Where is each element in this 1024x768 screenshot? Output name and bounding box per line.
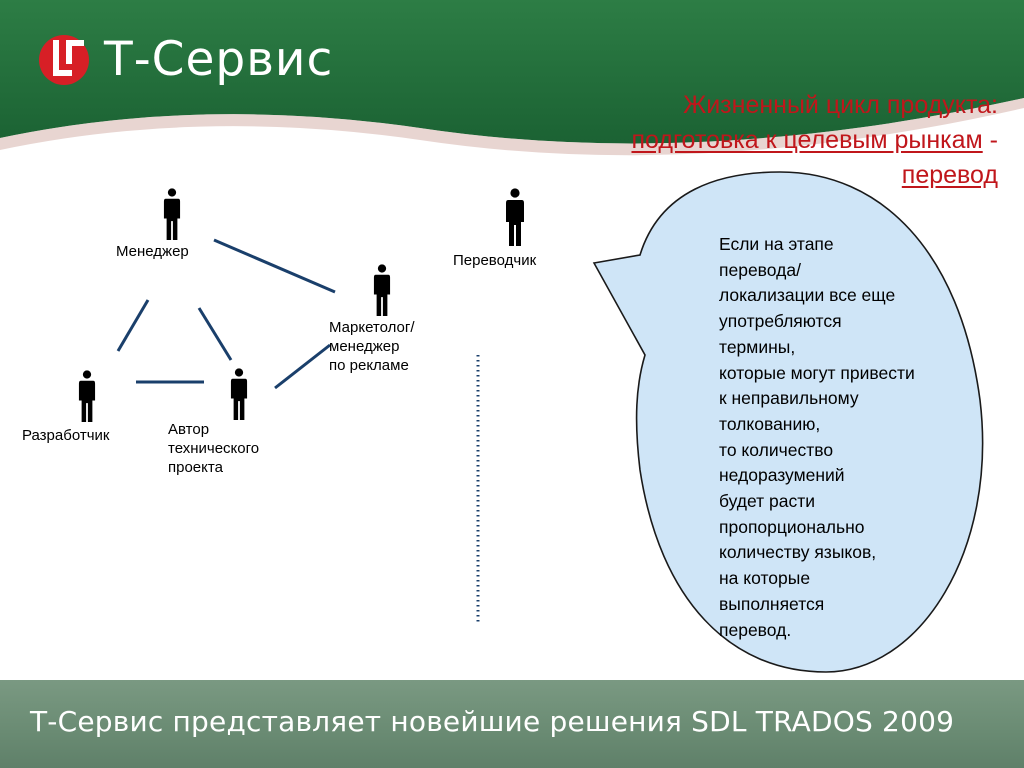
connector-manager-marketer [213, 238, 336, 294]
bubble-line: перевода/ [719, 259, 801, 280]
label-marketer-line-1: Маркетолог/ [329, 319, 415, 336]
label-author: Автор технического проекта [168, 420, 259, 477]
title-line-2-underlined: подготовка к целевым рынкам [631, 126, 983, 154]
logo-mark-icon [39, 35, 89, 85]
bubble-line: на которые [719, 568, 811, 589]
logo: Т-Сервис [38, 30, 368, 90]
label-marketer-line-3: по рекламе [329, 357, 409, 374]
person-icon [373, 264, 391, 316]
label-translator: Переводчик [453, 252, 537, 269]
label-marketer-line-2: менеджер [329, 338, 400, 355]
bubble-line: пропорционально [719, 516, 865, 537]
logo-text: Т-Сервис [104, 32, 334, 87]
connector-lines [116, 238, 336, 390]
title-line-2: подготовка к целевым рынкам - [478, 123, 998, 158]
title-line-3-underlined: перевод [901, 161, 998, 189]
connector-manager-author [197, 307, 233, 361]
person-icon [230, 368, 248, 420]
footer-text: Т-Сервис представляет новейшие решения S… [30, 705, 955, 738]
connector-manager-developer [116, 299, 150, 352]
bubble-line: термины, [719, 336, 796, 357]
label-manager: Менеджер [116, 243, 189, 260]
footer-banner: Т-Сервис представляет новейшие решения S… [0, 680, 1024, 768]
person-icon [163, 188, 181, 240]
label-author-line-3: проекта [168, 459, 223, 476]
label-marketer: Маркетолог/ менеджер по рекламе [329, 318, 415, 375]
bubble-line: толкованию, [719, 413, 821, 434]
bubble-line: Если на этапе [719, 234, 834, 254]
title-line-2-suffix: - [982, 126, 998, 154]
speech-bubble [592, 171, 984, 673]
title-line-3: перевод [478, 158, 998, 193]
slide-title: Жизненный цикл продукта: подготовка к це… [478, 88, 998, 193]
bubble-text: Если на этапе перевода/ локализации все … [719, 232, 979, 643]
header-banner [0, 0, 1024, 156]
bubble-line: количеству языков, [719, 542, 877, 563]
label-author-line-1: Автор [168, 421, 210, 438]
bubble-line: к неправильному [719, 388, 859, 409]
bubble-line: локализации все еще [719, 285, 896, 306]
label-author-line-2: технического [168, 440, 260, 457]
connector-author-marketer [274, 343, 331, 390]
person-icon [78, 370, 96, 422]
bubble-line: выполняется [719, 593, 825, 614]
bubble-line: недоразумений [719, 465, 845, 486]
bubble-line: употребляются [719, 311, 842, 332]
bubble-line: которые могут привести [719, 362, 915, 383]
bubble-line: то количество [719, 439, 834, 460]
label-developer: Разработчик [22, 427, 110, 444]
title-line-1: Жизненный цикл продукта: [683, 91, 998, 119]
person-icon [506, 188, 524, 246]
bubble-line: перевод. [719, 619, 792, 640]
bubble-line: будет расти [719, 491, 816, 512]
